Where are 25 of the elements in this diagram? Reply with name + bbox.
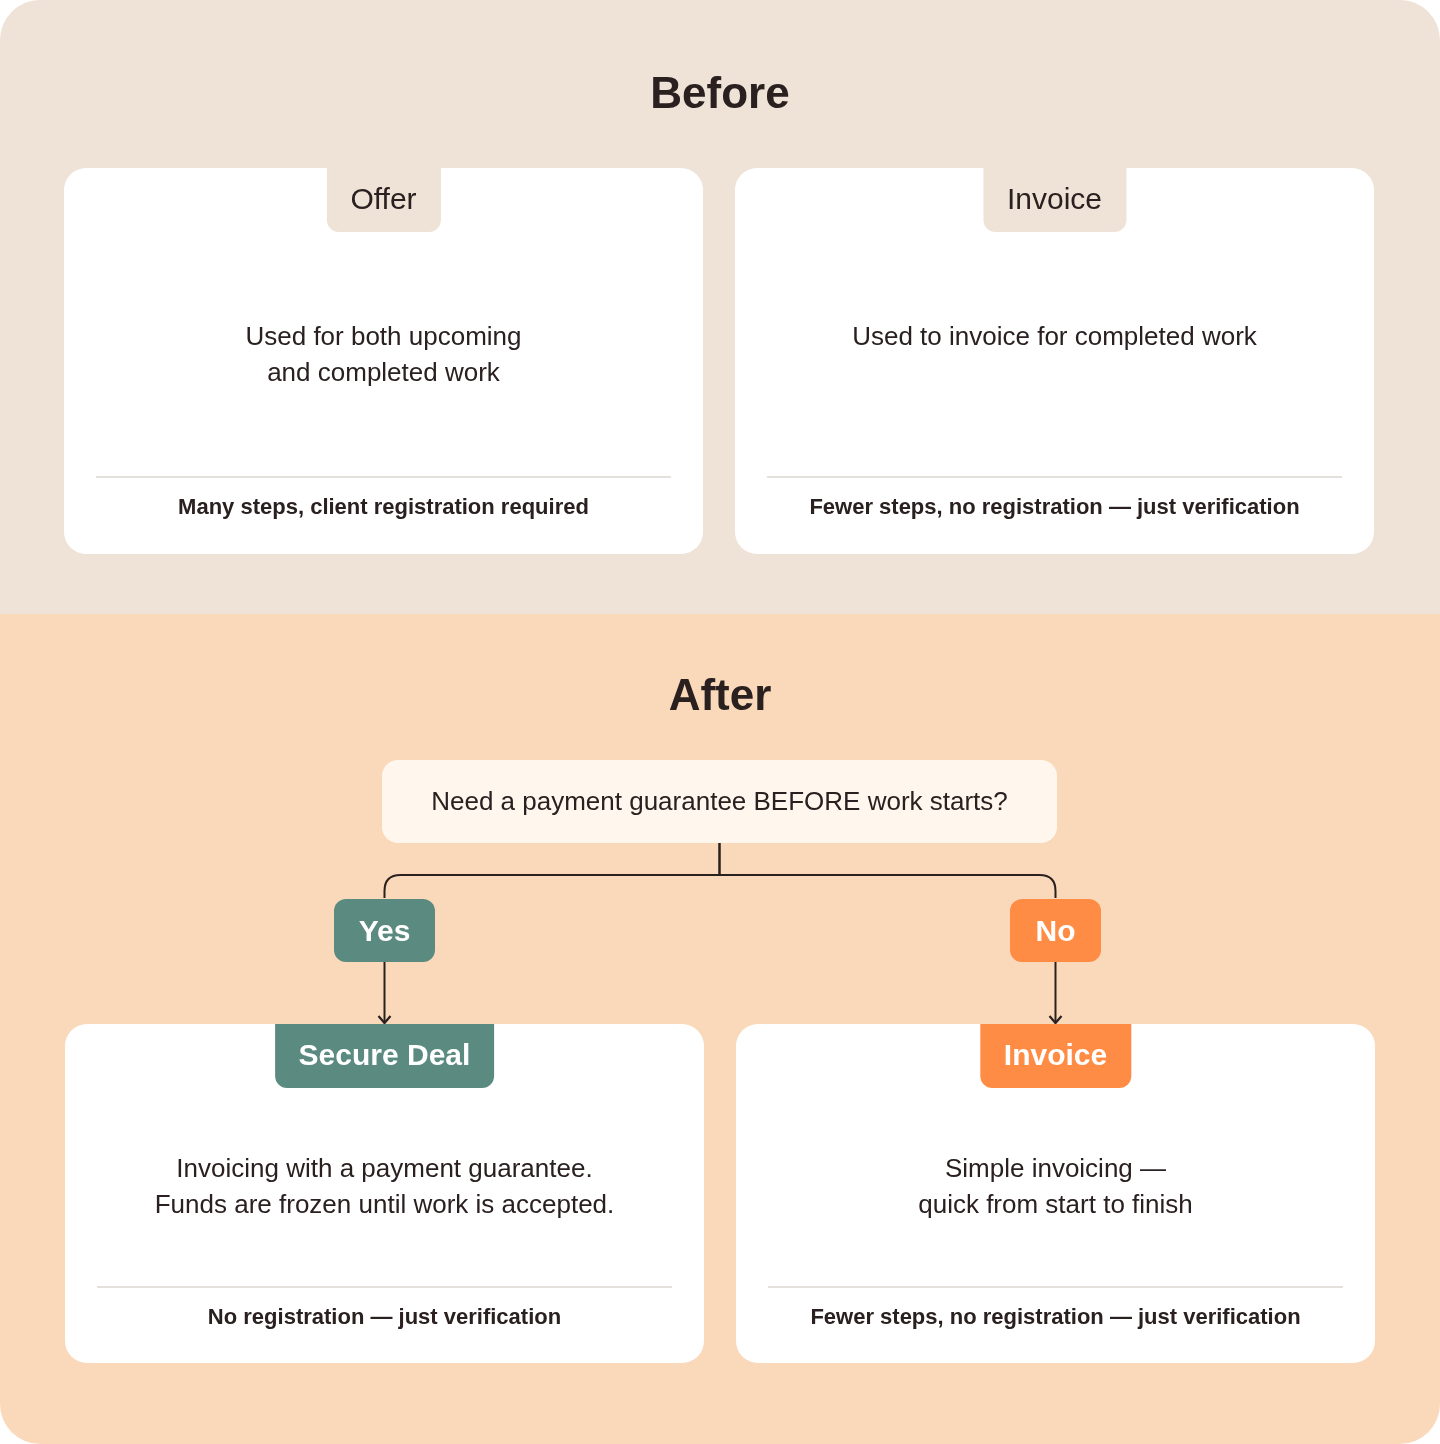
card-footnote: Fewer steps, no registration — just verification [808,494,1301,520]
option-card [65,1024,704,1363]
card-tab: Offer [326,168,441,232]
connector-arrow [1048,961,1063,1025]
connector-arrow [377,961,392,1025]
card-description: Used for both upcoming and completed work [244,320,523,389]
card-footnote: Fewer steps, no registration — just verification [809,1304,1302,1330]
option-card [736,1024,1375,1363]
card-tab: Secure Deal [274,1024,495,1088]
card-description: Invoicing with a payment guarantee. Funds are frozen until work is accepted. [153,1152,616,1221]
card-footnote: Many steps, client registration required [177,494,590,520]
answer-label: No [1010,899,1101,962]
card-footnote: No registration — just verification [206,1304,563,1330]
answer-label: Yes [334,899,435,962]
card-tab: Invoice [982,168,1127,232]
section-panel [0,614,1440,1444]
card-tab: Invoice [979,1024,1132,1088]
option-card [735,168,1374,554]
option-card [64,168,703,554]
section-title: Before [649,68,791,118]
section-title: After [667,670,773,720]
section-panel [0,0,1440,614]
card-description: Used to invoice for completed work [851,320,1258,353]
question-box: Need a payment guarantee BEFORE work starts? [382,760,1057,843]
card-description: Simple invoicing — quick from start to finish [917,1152,1194,1221]
